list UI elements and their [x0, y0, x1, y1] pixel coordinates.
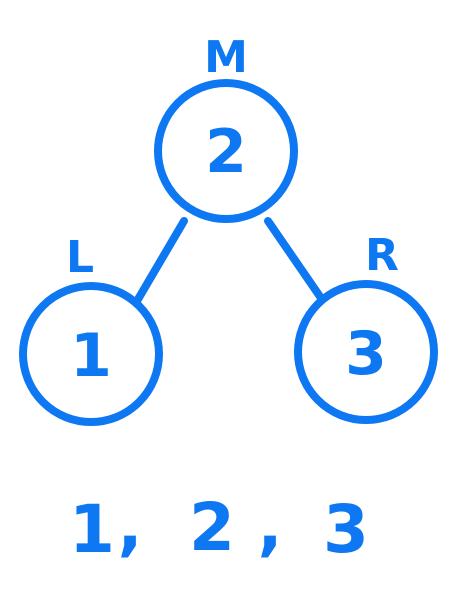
- traversal-item-3: 3: [323, 491, 369, 568]
- right-node-circle: [294, 280, 438, 424]
- traversal-separator-2: ,: [257, 487, 282, 564]
- left-node-value: 1: [70, 321, 112, 391]
- left-node-circle: [19, 282, 163, 426]
- edge-root-to-right: [264, 217, 325, 302]
- traversal-item-2: 2: [189, 489, 235, 566]
- right-node-value: 3: [345, 319, 387, 389]
- traversal-separator-1: ,: [117, 487, 142, 564]
- edge-root-to-left: [133, 217, 188, 305]
- left-node-label: L: [66, 232, 94, 283]
- root-node-value: 2: [205, 117, 247, 187]
- traversal-item-1: 1: [69, 491, 115, 568]
- root-node-circle: [154, 79, 298, 223]
- root-node-label: M: [204, 32, 248, 83]
- right-node-label: R: [365, 230, 399, 281]
